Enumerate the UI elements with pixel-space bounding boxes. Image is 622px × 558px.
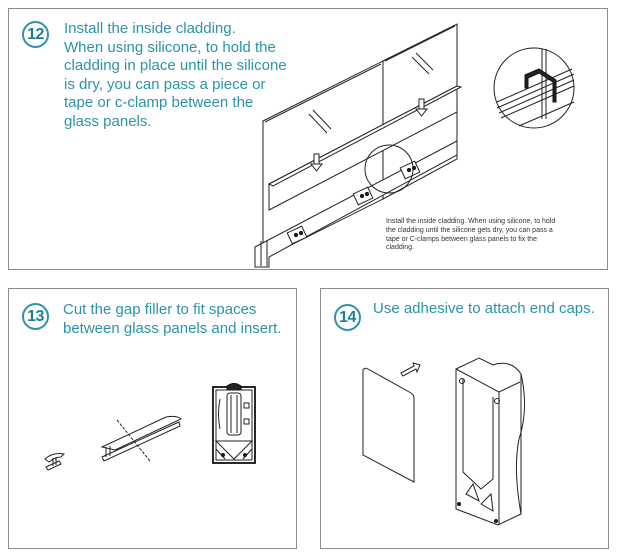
railing-profile-end — [455, 357, 526, 526]
step-12-panel: 12 Install the inside cladding. When usi… — [8, 8, 608, 270]
instruction-line: is dry, you can pass a piece or — [64, 75, 266, 93]
end-cap-illustration — [362, 357, 526, 526]
step-12-instruction: Install the inside cladding. When using … — [64, 20, 287, 131]
step-12-caption: Install the inside cladding. When using … — [386, 218, 555, 253]
clamp-bracket-1 — [286, 225, 308, 245]
magnify-callout-circle — [364, 144, 414, 194]
arrow-icon — [400, 362, 421, 377]
gap-filler-illustration — [44, 383, 256, 471]
instruction-line: Install the inside cladding. — [64, 20, 236, 37]
step-number-badge: 12 — [22, 21, 49, 48]
gap-filler-strip — [100, 415, 182, 462]
step-14-panel: 14 Use adhesive to attach end caps. — [320, 288, 609, 549]
instruction-line: Cut the gap filler to fit spaces — [63, 301, 257, 318]
c-clamp-detail-illustration — [493, 47, 575, 129]
instruction-line: cladding in place until the silicone — [64, 57, 287, 74]
step-number-badge: 13 — [22, 303, 49, 330]
instruction-line: between glass panels and insert. — [63, 319, 282, 337]
end-cap-plate — [362, 367, 415, 483]
instruction-line: glass panels. — [64, 112, 152, 130]
caption-line: tape or C-clamps between glass panels to… — [386, 235, 537, 243]
instruction-line: tape or c-clamp between the — [64, 94, 254, 111]
step-14-instruction: Use adhesive to attach end caps. — [373, 300, 595, 319]
step-13-panel: 13 Cut the gap filler to fit spaces betw… — [8, 288, 297, 549]
step-13-instruction: Cut the gap filler to fit spaces between… — [63, 301, 281, 338]
cladding-installation-illustration — [254, 23, 575, 268]
gap-filler-piece-cut — [44, 453, 66, 471]
upper-cladding — [267, 85, 463, 211]
step-number-badge: 14 — [334, 304, 361, 331]
caption-line: the cladding until the silicone gets dry… — [386, 226, 553, 234]
clamp-bracket-2 — [352, 186, 374, 206]
instruction-line: When using silicone, to hold the — [64, 38, 276, 56]
instruction-line: Use adhesive to attach end caps. — [373, 300, 595, 317]
caption-line: cladding. — [386, 244, 415, 252]
caption-line: Install the inside cladding. When using … — [386, 218, 556, 225]
profile-cross-section — [212, 383, 256, 464]
